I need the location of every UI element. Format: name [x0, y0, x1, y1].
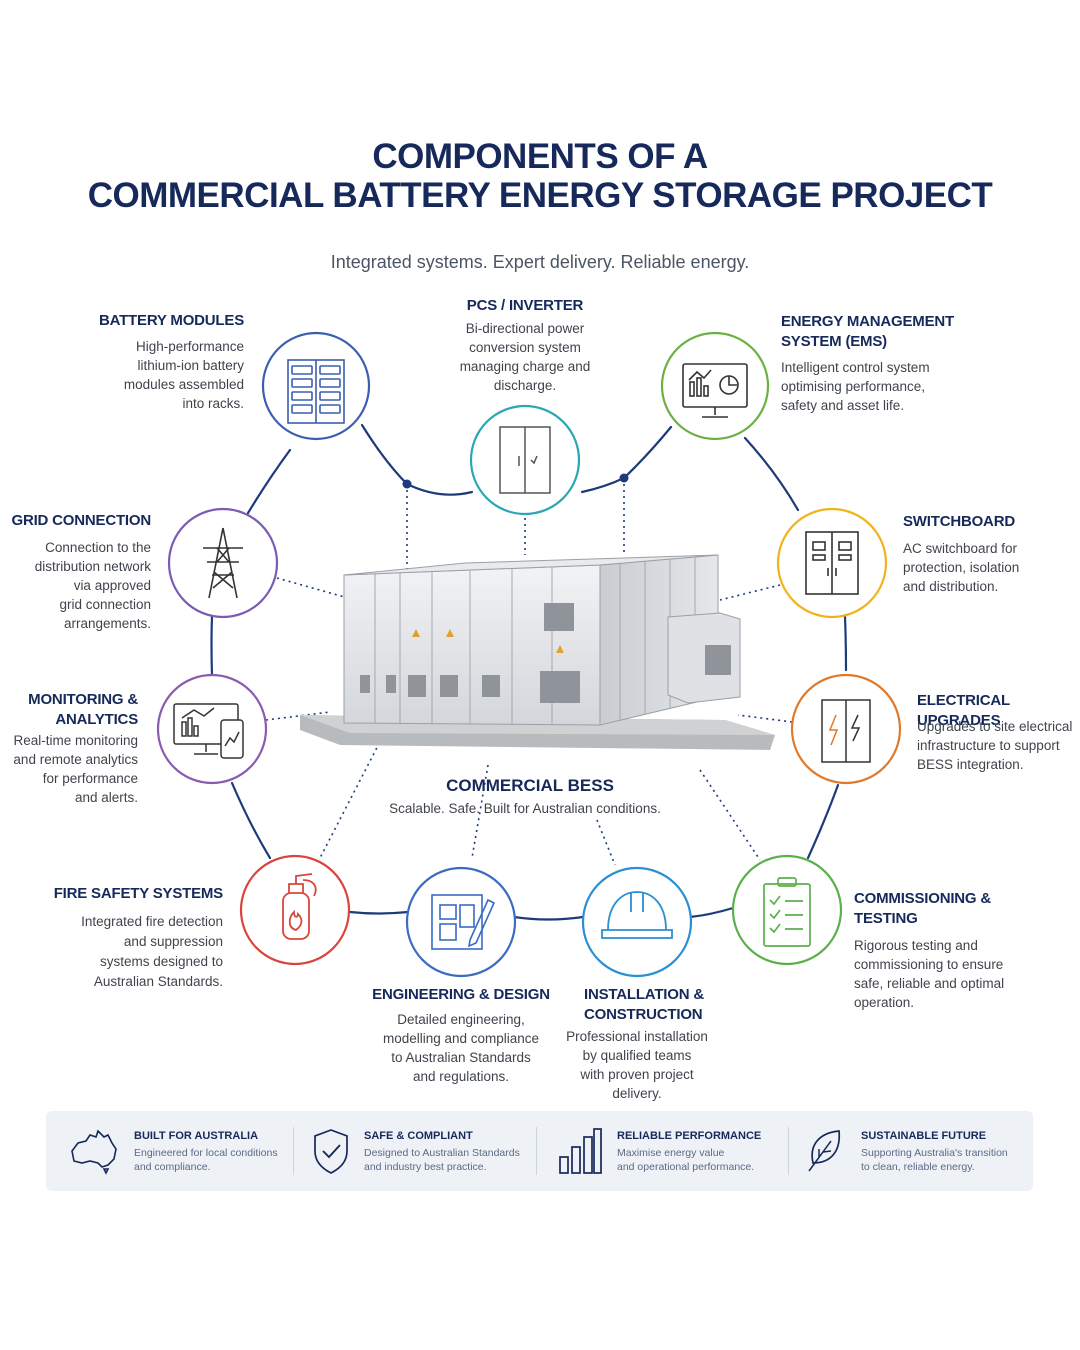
- dotted-link: [276, 577, 349, 599]
- switchboard-title: SWITCHBOARD: [903, 513, 1015, 530]
- analytics-devices-icon: [173, 703, 244, 759]
- dotted-link: [471, 764, 489, 859]
- ring-arc: [246, 448, 292, 515]
- electrical-upgrades-title: ELECTRICAL UPGRADES: [917, 692, 1010, 729]
- page-title-line-1: COMPONENTS OF A: [372, 137, 708, 176]
- installation-title: INSTALLATION &CONSTRUCTION: [584, 986, 704, 1023]
- installation-circle: [581, 866, 693, 978]
- fire-extinguisher-icon: [282, 873, 317, 940]
- engineering-circle: [405, 866, 517, 978]
- grid-connection-title: GRID CONNECTION: [11, 512, 151, 529]
- footer-item-safe: SAFE & COMPLIANT Designed to Australian …: [296, 1111, 536, 1191]
- fire-safety-title: FIRE SAFETY SYSTEMS: [53, 885, 223, 902]
- footer-divider: [293, 1127, 294, 1175]
- ring-arc: [688, 906, 735, 919]
- switchboard-icon: [805, 531, 859, 595]
- bar-chart-icon: [559, 1128, 602, 1174]
- ems-circle: [660, 331, 770, 441]
- bess-tagline: Scalable. Safe. Built for Australian con…: [389, 801, 661, 816]
- footer-divider: [788, 1127, 789, 1175]
- shield-check-icon: [314, 1129, 348, 1174]
- footer-title-australia: BUILT FOR AUSTRALIA: [134, 1130, 259, 1142]
- monitor-dashboard-icon: [682, 363, 748, 418]
- ring-arc: [405, 482, 474, 496]
- pcs-inverter-title: PCS / INVERTER: [466, 297, 584, 314]
- grid-connection-circle: [167, 507, 279, 619]
- footer-item-australia: BUILT FOR AUSTRALIA Engineered for local…: [46, 1111, 291, 1191]
- ring-arc: [512, 915, 585, 921]
- ring-arc: [580, 476, 626, 494]
- ring-arc: [360, 423, 409, 486]
- footer-title-safe: SAFE & COMPLIANT: [364, 1130, 473, 1142]
- engineering-title: ENGINEERING & DESIGN: [372, 986, 550, 1003]
- dotted-link: [719, 584, 781, 601]
- footer-item-sustainable: SUSTAINABLE FUTURE Supporting Australia'…: [791, 1111, 1031, 1191]
- page-title-line-2: COMMERCIAL BATTERY ENERGY STORAGE PROJEC…: [87, 176, 993, 215]
- dotted-link: [596, 819, 616, 866]
- engineering-desc: Detailed engineering,modelling and compl…: [382, 1012, 540, 1084]
- ring-arc: [622, 425, 673, 480]
- bess-title: COMMERCIAL BESS: [446, 776, 614, 795]
- ring-arc: [743, 436, 800, 512]
- junction-dot: [402, 479, 412, 489]
- fire-safety-circle: [239, 854, 351, 966]
- electrical-panel-icon: [821, 699, 871, 763]
- hard-hat-icon: [601, 891, 673, 939]
- ring-arc: [210, 615, 214, 677]
- footer-title-performance: RELIABLE PERFORMANCE: [617, 1130, 762, 1142]
- battery-rack-icon: [287, 359, 345, 424]
- transmission-tower-icon: [203, 527, 243, 599]
- bess-container-illustration: [300, 554, 775, 750]
- commissioning-title: COMMISSIONING &TESTING: [854, 890, 992, 927]
- ring-arc: [806, 783, 840, 860]
- ring-arc: [230, 781, 272, 860]
- dotted-link: [699, 769, 761, 861]
- blueprint-pencil-icon: [431, 894, 496, 950]
- battery-modules-title: BATTERY MODULES: [98, 312, 244, 329]
- auxiliary-cabinet: [667, 612, 741, 704]
- junction-dot: [619, 473, 629, 483]
- commissioning-circle: [731, 854, 843, 966]
- footer-divider: [536, 1127, 537, 1175]
- monitoring-title: MONITORING &ANALYTICS: [28, 691, 138, 728]
- inverter-cabinet-icon: [499, 426, 551, 494]
- footer-title-sustainable: SUSTAINABLE FUTURE: [861, 1130, 987, 1142]
- footer-benefits-bar: BUILT FOR AUSTRALIA Engineered for local…: [46, 1111, 1033, 1191]
- footer-item-performance: RELIABLE PERFORMANCE Maximise energy val…: [541, 1111, 786, 1191]
- australia-map-icon: [71, 1129, 117, 1175]
- leaf-icon: [808, 1130, 841, 1172]
- ring-arc: [348, 910, 410, 915]
- page-subtitle: Integrated systems. Expert delivery. Rel…: [330, 252, 750, 272]
- ring-arc: [843, 615, 848, 672]
- checklist-clipboard-icon: [763, 877, 811, 947]
